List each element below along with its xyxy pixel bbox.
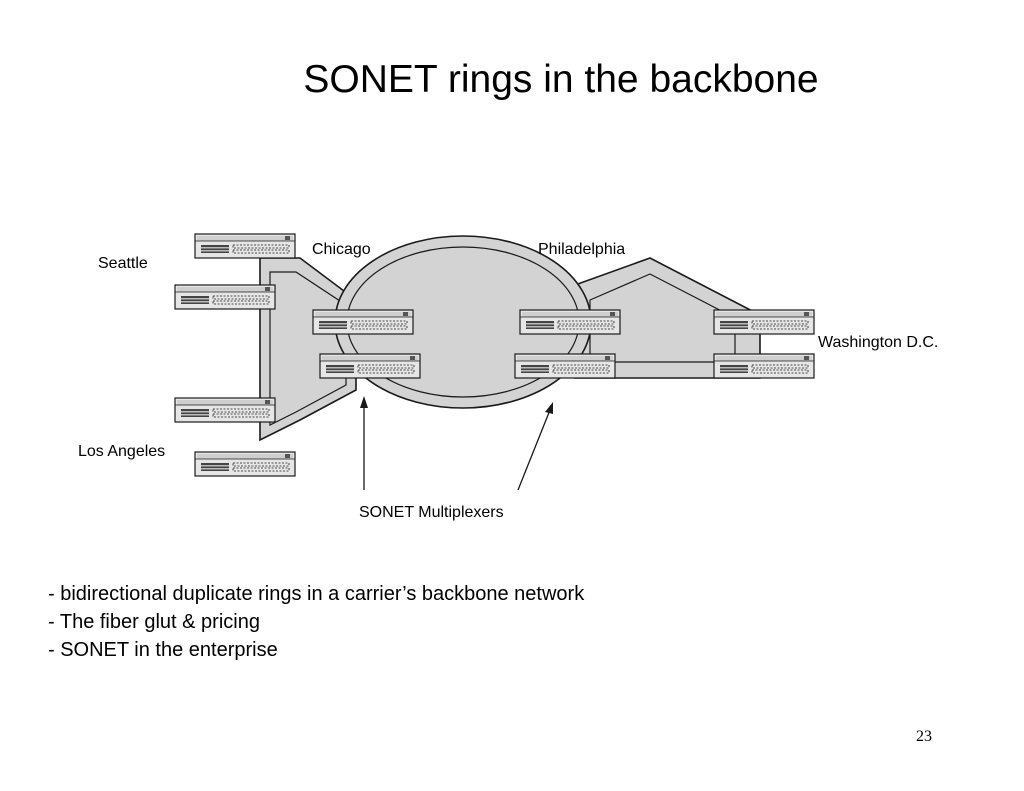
slide-title: SONET rings in the backbone	[303, 58, 819, 101]
sonet-multiplexer-icon	[194, 451, 296, 477]
label-los-angeles: Los Angeles	[78, 443, 165, 460]
bullet-list: - bidirectional duplicate rings in a car…	[48, 580, 584, 664]
east-network	[574, 257, 761, 379]
bullet-item: - The fiber glut & pricing	[48, 611, 260, 633]
bullet-item: - bidirectional duplicate rings in a car…	[48, 583, 585, 605]
page-number: 23	[916, 728, 932, 745]
label-chicago: Chicago	[312, 241, 371, 258]
sonet-multiplexer-icon	[514, 353, 616, 379]
sonet-multiplexer-icon	[319, 353, 421, 379]
sonet-multiplexer-icon	[174, 284, 276, 310]
label-sonet-multiplexers: SONET Multiplexers	[359, 504, 504, 521]
label-seattle: Seattle	[98, 255, 148, 272]
sonet-multiplexer-icon	[519, 309, 621, 335]
sonet-multiplexer-icon	[713, 309, 815, 335]
label-washington-dc: Washington D.C.	[818, 334, 938, 351]
label-philadelphia: Philadelphia	[538, 241, 625, 258]
sonet-multiplexer-icon	[312, 309, 414, 335]
sonet-multiplexer-icon	[713, 353, 815, 379]
multiplexer-pointer-arrows	[360, 396, 553, 491]
sonet-multiplexer-icon	[194, 233, 296, 259]
bullet-item: - SONET in the enterprise	[48, 639, 278, 661]
sonet-multiplexer-icon	[174, 397, 276, 423]
